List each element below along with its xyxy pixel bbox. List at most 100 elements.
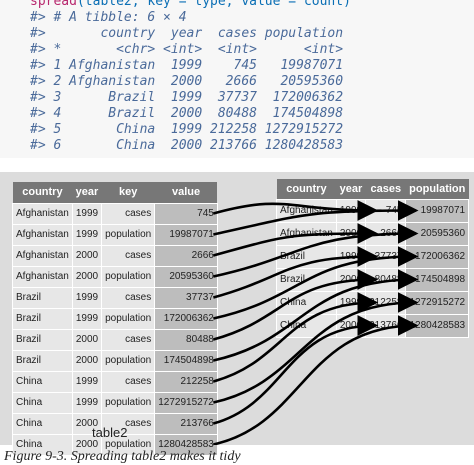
code-output-line: #> 4 Brazil 2000 80488 174504898 — [30, 106, 344, 121]
cell-population: 174504898 — [405, 267, 470, 292]
cell-year: 2000 — [71, 328, 103, 351]
table2-header-key: key — [101, 182, 155, 203]
cell-year: 1999 — [71, 307, 103, 330]
cell-cases: 2666 — [365, 221, 407, 246]
cell-year: 2000 — [71, 412, 103, 435]
cell-cases: 213766 — [365, 313, 407, 338]
cell-key: population — [101, 265, 156, 288]
cell-country: Afghanistan — [12, 265, 73, 288]
cell-value: 1272915272 — [154, 391, 218, 414]
cell-year: 2000 — [335, 267, 367, 292]
cell-country: Afghanistan — [12, 244, 73, 267]
cell-cases: 37737 — [365, 244, 407, 269]
cell-country: Afghanistan — [12, 202, 73, 225]
spread-arrow — [213, 315, 379, 425]
cell-year: 2000 — [71, 349, 103, 372]
cell-year: 1999 — [335, 290, 367, 315]
cell-year: 1999 — [335, 198, 367, 223]
code-line-spread: spread(table2, key = type, value = count… — [30, 0, 474, 10]
tidy-header-cases: cases — [365, 179, 406, 199]
cell-value: 80488 — [154, 328, 218, 351]
cell-value: 172006362 — [154, 307, 218, 330]
cell-year: 1999 — [71, 223, 103, 246]
cell-key: population — [101, 307, 156, 330]
cell-country: China — [12, 412, 73, 435]
cell-country: China — [12, 391, 73, 414]
spread-arrow — [213, 315, 419, 445]
cell-value: 2666 — [154, 244, 218, 267]
cell-key: population — [101, 349, 156, 372]
cell-key: cases — [101, 328, 156, 351]
cell-country: China — [276, 290, 337, 315]
cell-cases: 212258 — [365, 290, 407, 315]
code-output-line: #> * <chr> <int> <int> <int> — [30, 42, 344, 57]
figure-caption: Figure 9-3. Spreading table2 makes it ti… — [4, 449, 241, 464]
cell-key: cases — [101, 244, 156, 267]
cell-population: 20595360 — [405, 221, 470, 246]
cell-country: China — [276, 313, 337, 338]
cell-country: China — [12, 370, 73, 393]
code-output-line: #> # A tibble: 6 × 4 — [30, 10, 187, 25]
cell-key: cases — [101, 286, 156, 309]
code-output: #> # A tibble: 6 × 4#> country year case… — [30, 10, 474, 154]
cell-value: 20595360 — [154, 265, 218, 288]
cell-key: population — [101, 391, 156, 414]
cell-population: 172006362 — [405, 244, 470, 269]
code-output-line: #> 6 China 2000 213766 1280428583 — [30, 138, 344, 153]
cell-key: population — [101, 223, 156, 246]
tidy-table: country year cases population Afghanista… — [276, 179, 470, 338]
cell-cases: 745 — [365, 198, 407, 223]
cell-year: 1999 — [335, 244, 367, 269]
cell-value: 19987071 — [154, 223, 218, 246]
table2-header-year: year — [72, 182, 102, 203]
cell-country: Brazil — [276, 267, 337, 292]
cell-country: Afghanistan — [276, 198, 337, 223]
cell-year: 2000 — [335, 221, 367, 246]
cell-value: 213766 — [154, 412, 218, 435]
tidy-header-population: population — [405, 179, 469, 199]
cell-country: Brazil — [12, 349, 73, 372]
code-output-line: #> country year cases population — [30, 26, 344, 41]
tidy-header-country: country — [276, 179, 337, 199]
cell-country: Brazil — [276, 244, 337, 269]
cell-country: Afghanistan — [12, 223, 73, 246]
table2-header-value: value — [154, 182, 218, 203]
cell-year: 1999 — [71, 202, 103, 225]
code-output-line: #> 1 Afghanistan 1999 745 19987071 — [30, 58, 344, 73]
table2-label: table2 — [92, 425, 128, 440]
cell-population: 1272915272 — [405, 290, 470, 315]
cell-value: 1280428583 — [154, 433, 218, 456]
tidy-header-year: year — [336, 179, 366, 199]
code-block: spread(table2, key = type, value = count… — [0, 0, 474, 158]
cell-population: 19987071 — [405, 198, 470, 223]
cell-value: 745 — [154, 202, 218, 225]
cell-country: Afghanistan — [276, 221, 337, 246]
cell-country: Brazil — [12, 328, 73, 351]
cell-country: China — [12, 433, 73, 456]
cell-year: 1999 — [71, 391, 103, 414]
code-function-args: (table2, key = type, value = count) — [76, 0, 351, 9]
table2-header-row: country year key value — [12, 182, 218, 203]
tidy-header-row: country year cases population — [276, 179, 469, 199]
cell-year: 2000 — [71, 433, 103, 456]
cell-country: Brazil — [12, 307, 73, 330]
cell-year: 2000 — [335, 313, 367, 338]
